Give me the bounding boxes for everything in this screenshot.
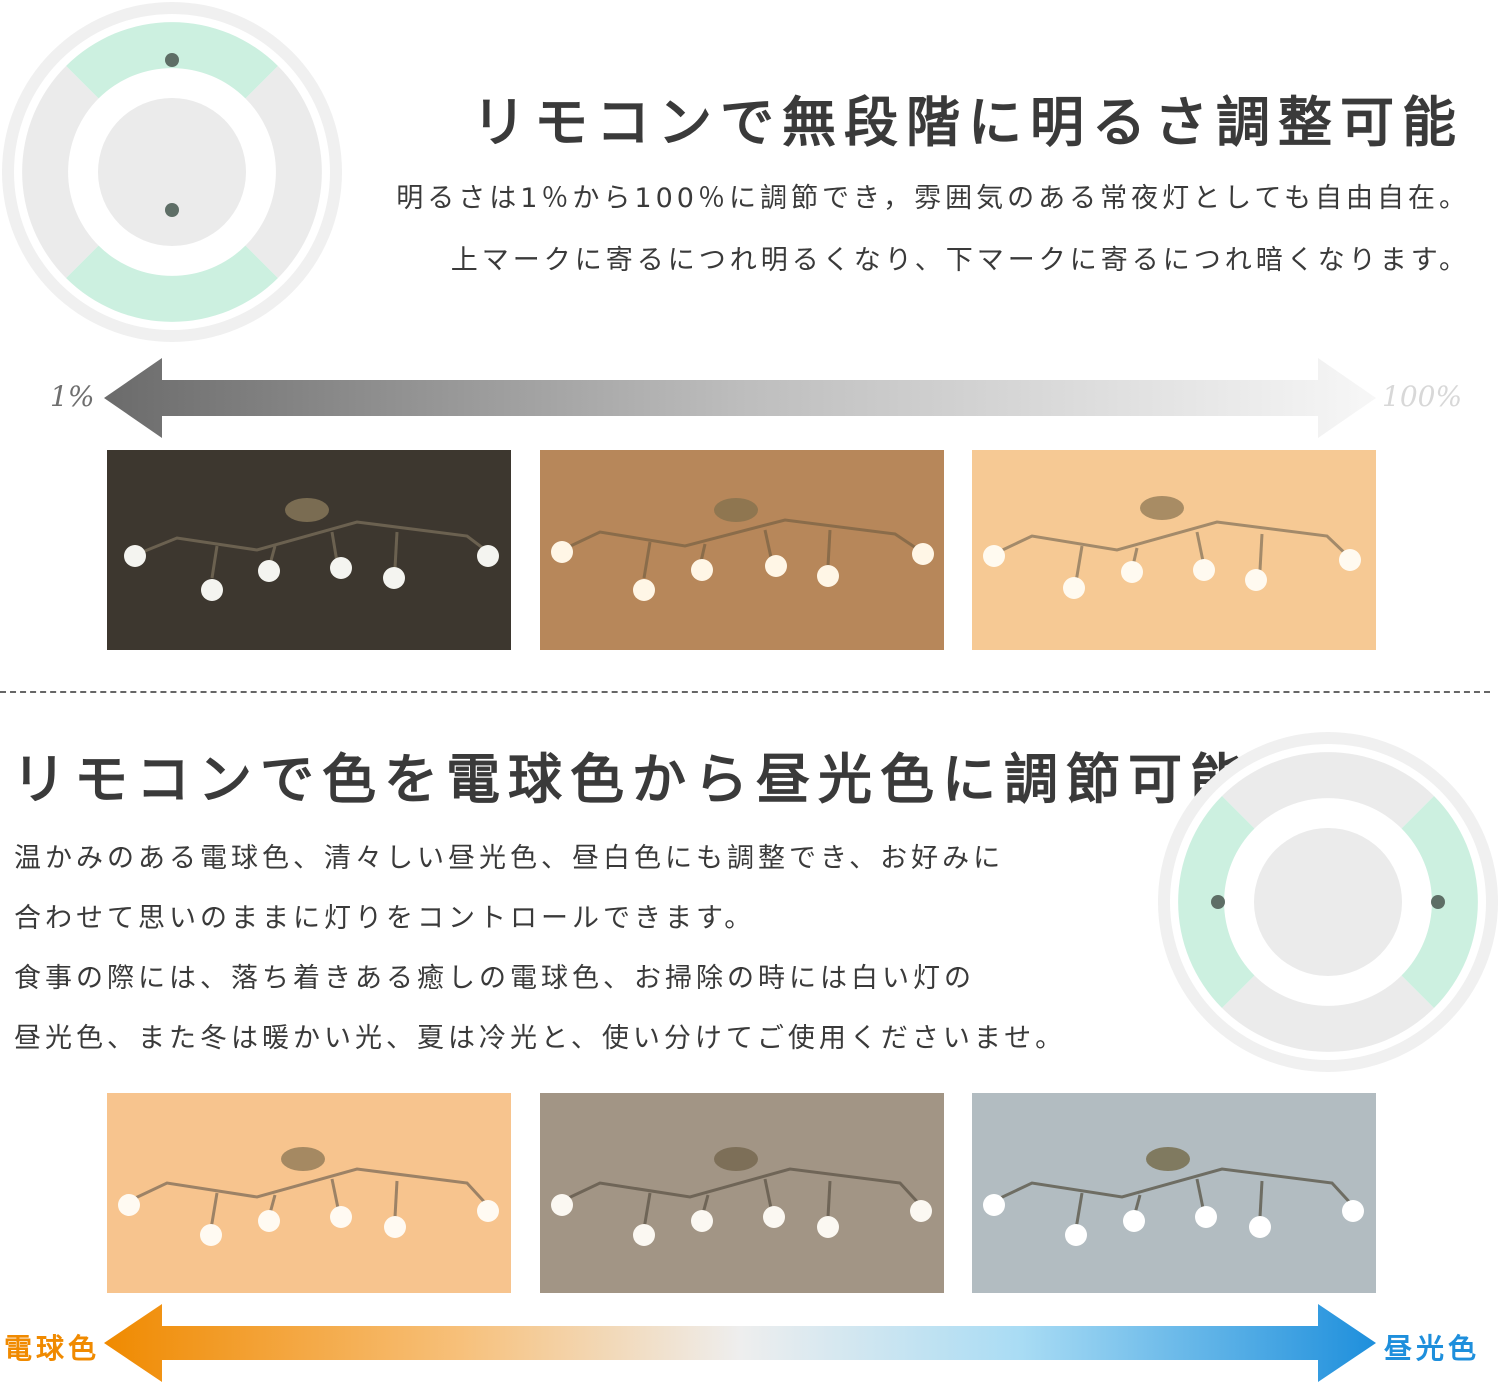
section1-description-line1: 明るさは1％から100％に調節でき，雰囲気のある常夜灯としても自由自在。	[396, 183, 1470, 214]
color-dial-icon	[1156, 730, 1500, 1074]
brightness-photo-dim	[107, 450, 511, 650]
section-divider	[0, 691, 1490, 693]
color-photo-warm	[107, 1093, 511, 1293]
brightness-min-label: 1%	[50, 380, 95, 413]
brightness-max-label: 100%	[1382, 380, 1463, 413]
section1-description-line2: 上マークに寄るにつれ明るくなり、下マークに寄るにつれ暗くなります。	[450, 245, 1470, 276]
color-photo-neutral	[540, 1093, 944, 1293]
section2-description-line2: 合わせて思いのままに灯りをコントロールできます。	[14, 903, 756, 934]
section2-title: リモコンで色を電球色から昼光色に調節可能	[12, 747, 1252, 811]
brightness-photo-medium	[540, 450, 944, 650]
color-temperature-scale-arrow	[104, 1304, 1376, 1386]
brightness-photo-bright	[972, 450, 1376, 650]
cool-color-label: 昼光色	[1384, 1332, 1481, 1365]
section1-title: リモコンで無段階に明るさ調整可能	[472, 90, 1464, 154]
brightness-scale-arrow	[104, 358, 1376, 442]
section2-description-line3: 食事の際には、落ち着きある癒しの電球色、お掃除の時には白い灯の	[14, 963, 975, 994]
brightness-dial-icon	[0, 0, 344, 344]
section2-description-line4: 昼光色、また冬は暖かい光、夏は冷光と、使い分けてご使用くださいませ。	[14, 1023, 1067, 1054]
warm-color-label: 電球色	[4, 1332, 101, 1365]
section2-description-line1: 温かみのある電球色、清々しい昼光色、昼白色にも調整でき、お好みに	[14, 843, 1005, 874]
color-photo-cool	[972, 1093, 1376, 1293]
